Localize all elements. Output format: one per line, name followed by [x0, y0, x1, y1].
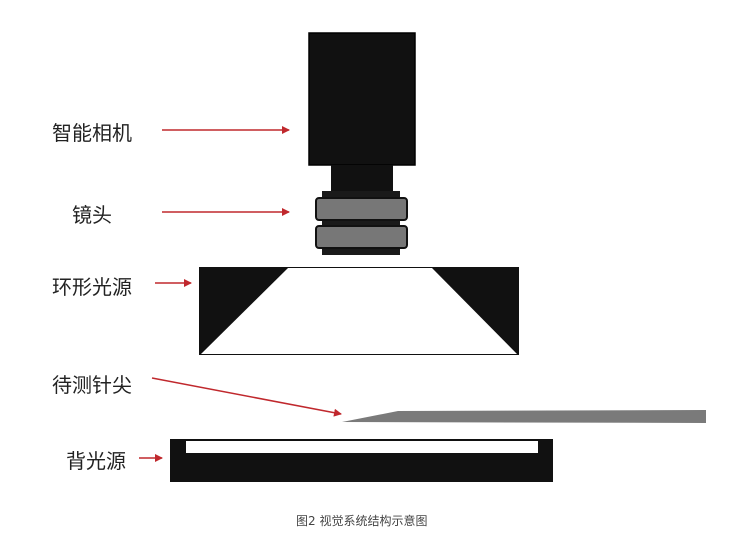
arrow-needle-tip: [151, 377, 342, 417]
backlight: [170, 439, 553, 482]
camera-neck: [331, 165, 393, 191]
lens: [315, 191, 408, 255]
label-backlight: 背光源: [66, 449, 126, 473]
needle-tip: [342, 410, 706, 423]
label-lens: 镜头: [72, 203, 112, 227]
label-needle-tip: 待测针尖: [52, 373, 132, 397]
camera-body: [308, 32, 416, 166]
label-camera: 智能相机: [52, 121, 132, 145]
label-ring-light: 环形光源: [52, 275, 132, 299]
figure-caption: 图2 视觉系统结构示意图: [296, 514, 428, 528]
ring-light: [199, 267, 519, 355]
